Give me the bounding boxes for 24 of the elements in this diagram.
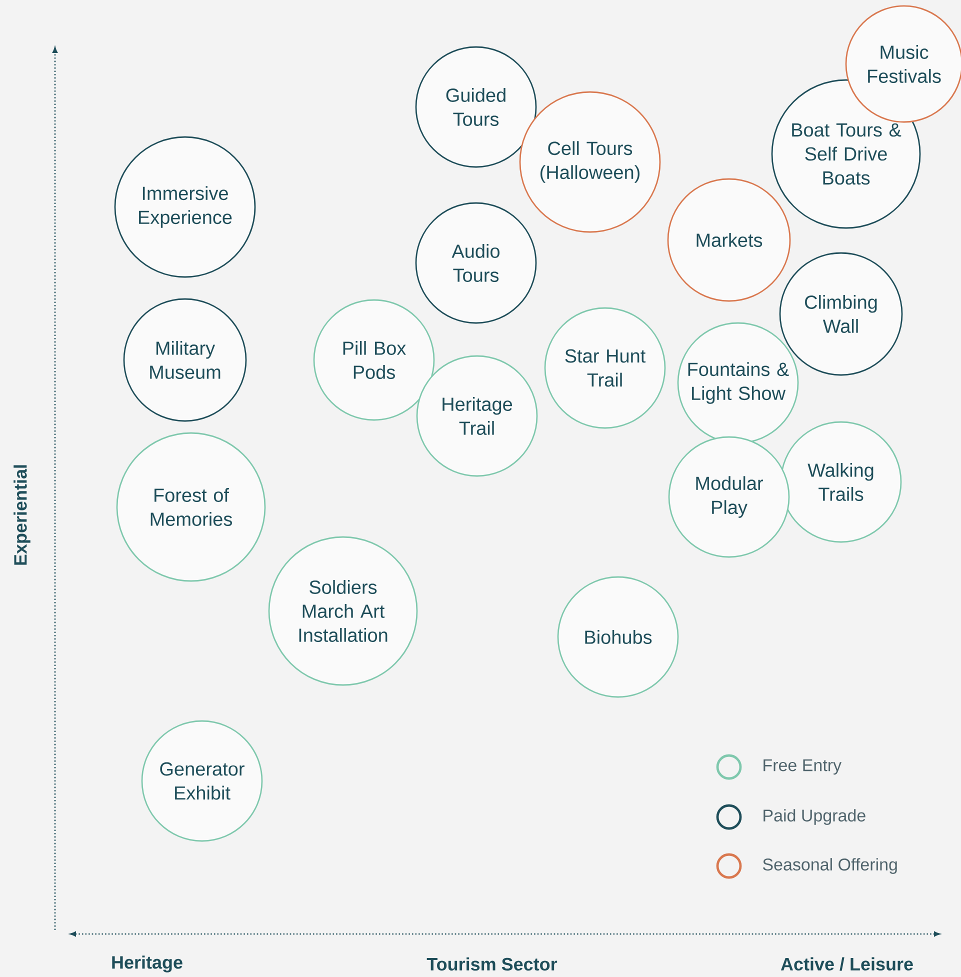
circle-node: Soldiers March Art Installation — [268, 536, 418, 686]
circle-node: Walking Trails — [780, 421, 902, 543]
legend-label: Free Entry — [764, 759, 842, 775]
circle-node: Forest of Memories — [116, 432, 266, 582]
circle-node: Star Hunt Trail — [544, 307, 666, 429]
axis-label: Heritage — [112, 956, 182, 972]
axis-label: Tourism Sector — [426, 957, 558, 971]
circle-node: Pill Box Pods — [313, 299, 435, 421]
circle-node: Fountains & Light Show — [677, 322, 799, 444]
circle-node: Modular Play — [668, 436, 790, 558]
circle-node: Biohubs — [557, 576, 679, 698]
circle-node: Immersive Experience — [114, 136, 256, 278]
legend-label: Paid Upgrade — [764, 809, 866, 825]
circle-node: Guided Tours — [415, 46, 537, 168]
axis-label: Experiential — [14, 465, 30, 565]
circle-node: Audio Tours — [415, 202, 537, 324]
circle-node: Heritage Trail — [416, 355, 538, 477]
circle-node: Music Festivals — [845, 5, 961, 123]
circle-node: Generator Exhibit — [141, 720, 263, 842]
circle-node: Markets — [667, 178, 791, 302]
circle-node: Military Museum — [123, 298, 247, 422]
circle-node: Cell Tours (Halloween) — [519, 91, 661, 233]
legend-label: Seasonal Offering — [762, 858, 897, 874]
axis-label: Active / Leisure — [780, 957, 913, 971]
